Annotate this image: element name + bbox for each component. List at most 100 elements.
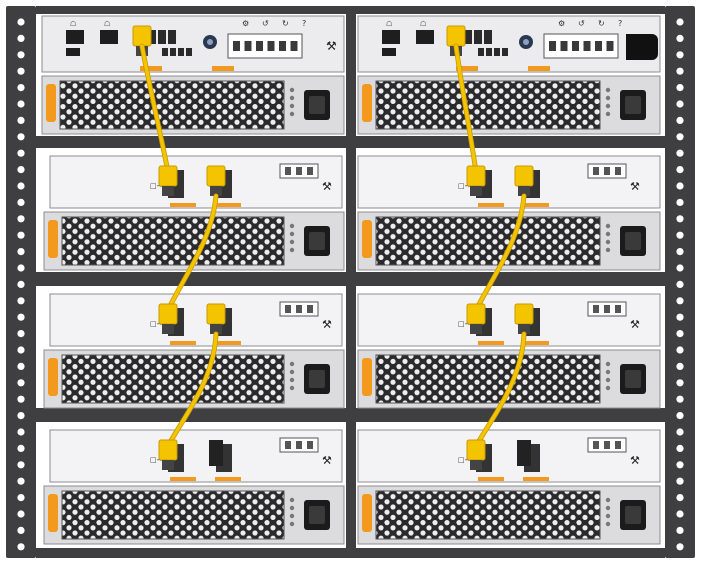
shelf-3-right-latch-tab [478, 477, 504, 481]
controller-b-network-icon: ☖ [386, 20, 392, 28]
shelf-3-left-sas-in-label: □→ [150, 456, 163, 464]
shelf-1-right-psu-led [605, 231, 611, 237]
controller-b-network-icon: ☖ [420, 20, 426, 28]
rail-hole [17, 182, 25, 190]
rail-hole [17, 116, 25, 124]
controller-a-psu-led [289, 87, 295, 93]
controller-b-status-icon: ⚙ [558, 19, 565, 28]
shelf-1-right-in-connector-boot [470, 186, 482, 196]
shelf-2-left-out-connector [206, 303, 226, 325]
cable-shelf-1-to-shelf-2-right [474, 194, 526, 312]
rail-hole [676, 116, 684, 124]
controller-b-cable-connector [446, 25, 466, 47]
controller-b-mgmt-port-2 [416, 30, 434, 44]
shelf-1-left-status-led [296, 167, 302, 175]
controller-b-psu-fan-grille [375, 80, 601, 130]
shelf-2-left-out-connector-boot [210, 324, 222, 334]
shelf-1-left-psu-led [289, 239, 295, 245]
shelf-3-right-wrench-icon: ⚒ [630, 454, 640, 467]
rail-hole [17, 248, 25, 256]
controller-a-psu-led [289, 95, 295, 101]
shelf-3-right-in-connector-boot [470, 460, 482, 470]
controller-a-status-icon: ↺ [262, 19, 269, 28]
controller-b-host-port [464, 30, 472, 44]
rail-hole [676, 379, 684, 387]
shelf-2-right-status-led [615, 305, 621, 313]
shelf-1-right-out-connector [514, 165, 534, 187]
rail-hole [676, 280, 684, 288]
shelf-2-right-psu-led [605, 361, 611, 367]
rail-hole [676, 231, 684, 239]
rail-holes-right [676, 18, 684, 551]
rail-hole [17, 346, 25, 354]
shelf-2-left-sas-in-label: □→ [150, 320, 163, 328]
controller-a-network-icon: ☖ [70, 20, 76, 28]
rail-hole [17, 67, 25, 75]
rail-hole [17, 84, 25, 92]
rail-hole [17, 494, 25, 502]
shelf-1-left-psu-fan-grille [61, 216, 285, 266]
shelf-3-left-wrench-icon: ⚒ [322, 454, 332, 467]
rail-hole [17, 461, 25, 469]
rail-hole [676, 362, 684, 370]
rail-hole [676, 182, 684, 190]
cable-shelf-2-to-shelf-3-left [166, 332, 218, 448]
shelf-1-right-psu-led [605, 247, 611, 253]
shelf-1-right-power-socket-inner [625, 232, 641, 250]
rail-hole [17, 395, 25, 403]
shelf-separator-3 [36, 408, 665, 422]
rail-hole [17, 526, 25, 535]
shelf-2-right-latch-tab [523, 341, 549, 345]
rail-hole [676, 330, 684, 338]
rail-hole [17, 18, 25, 26]
rail-hole [676, 444, 684, 452]
controller-b-status-icon: ? [618, 19, 622, 28]
shelf-3-right-in-connector [466, 439, 486, 461]
cable-controller-a-to-shelf-1 [140, 44, 170, 174]
rail-hole [676, 264, 684, 272]
shelf-2-right-in-connector-boot [470, 324, 482, 334]
rail-hole [17, 231, 25, 239]
controller-b-expansion-port [595, 41, 602, 51]
shelf-2-left-psu-led [289, 361, 295, 367]
controller-a-host-port-lower [162, 48, 168, 56]
shelf-1-right-psu-led [605, 223, 611, 229]
controller-a-mgmt-port-1 [66, 30, 84, 44]
shelf-3-right-status-led [604, 441, 610, 449]
expansion-shelf-3: □→⚒□→⚒ [43, 429, 661, 545]
shelf-1-right-psu-fan-grille [375, 216, 601, 266]
controller-a-usb-port [66, 48, 80, 56]
controller-a-expansion-port [267, 41, 275, 51]
rail-hole [17, 362, 25, 370]
controller-b-psu-led [605, 111, 611, 117]
rail-hole [17, 428, 25, 436]
controller-b-expansion-port [549, 41, 556, 51]
controller-b-mgmt-port-1 [382, 30, 400, 44]
rail-hole [17, 330, 25, 338]
controller-a-status-icon: ⚙ [242, 19, 249, 28]
shelf-2-left-latch-tab [170, 341, 196, 345]
rail-hole [676, 297, 684, 305]
controller-a-status-icon: ↻ [282, 19, 289, 28]
controller-b-power-socket-inner [625, 96, 641, 114]
shelf-separator-2 [36, 272, 665, 286]
shelf-1-left-psu-led [289, 247, 295, 253]
shelf-2-left-latch-tab [215, 341, 241, 345]
shelf-2-left-psu-fan-grille [61, 354, 285, 404]
shelf-3-right-psu-led [605, 521, 611, 527]
shelf-2-left-psu-led [289, 369, 295, 375]
controller-a-psu-led [289, 103, 295, 109]
controller-b-latch-tab [456, 66, 478, 71]
center-divider-1 [346, 14, 356, 136]
shelf-3-right-out-port-empty [517, 440, 531, 466]
center-divider-2 [346, 148, 356, 272]
shelf-3-right-psu-release-handle [362, 494, 372, 532]
shelf-3-left-in-connector-boot [162, 460, 174, 470]
controller-a-host-port [168, 30, 176, 44]
shelf-3-left-power-socket-inner [309, 506, 325, 524]
shelf-2-right-out-connector-boot [518, 324, 530, 334]
shelf-2-right-psu-release-handle [362, 358, 372, 396]
controller-a-reset-knob-center [207, 39, 213, 45]
controller-enclosure: ☖☖⚙↺↻?⚒☖☖⚙↺↻?⚒ [41, 15, 661, 135]
rail-hole [676, 477, 684, 485]
